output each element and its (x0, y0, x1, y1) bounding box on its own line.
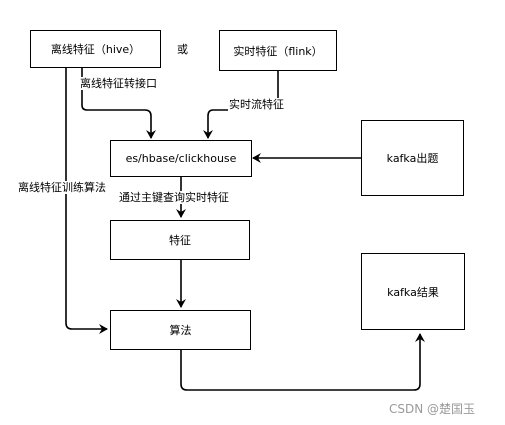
node-kafka-input: kafka出题 (361, 120, 464, 196)
node-realtime-feature: 实时特征（flink） (219, 30, 337, 71)
label-realtime-stream: 实时流特征 (228, 98, 285, 111)
label-offline-training: 离线特征训练算法 (17, 181, 107, 194)
node-storage: es/hbase/clickhouse (110, 140, 252, 177)
watermark: CSDN @楚国玉 (389, 402, 476, 416)
node-feature: 特征 (110, 220, 250, 260)
label-or: 或 (176, 43, 189, 56)
node-offline-feature: 离线特征（hive） (30, 30, 161, 68)
node-kafka-result: kafka结果 (361, 253, 465, 330)
label-offline-to-interface: 离线特征转接口 (79, 77, 158, 90)
node-algorithm: 算法 (110, 310, 251, 350)
edge-offline-to-storage (81, 68, 156, 139)
edge-offline-training-to-algorithm (65, 68, 108, 334)
label-query-by-key: 通过主键查询实时特征 (118, 191, 230, 204)
edge-algorithm-to-kafka-result (180, 333, 425, 391)
